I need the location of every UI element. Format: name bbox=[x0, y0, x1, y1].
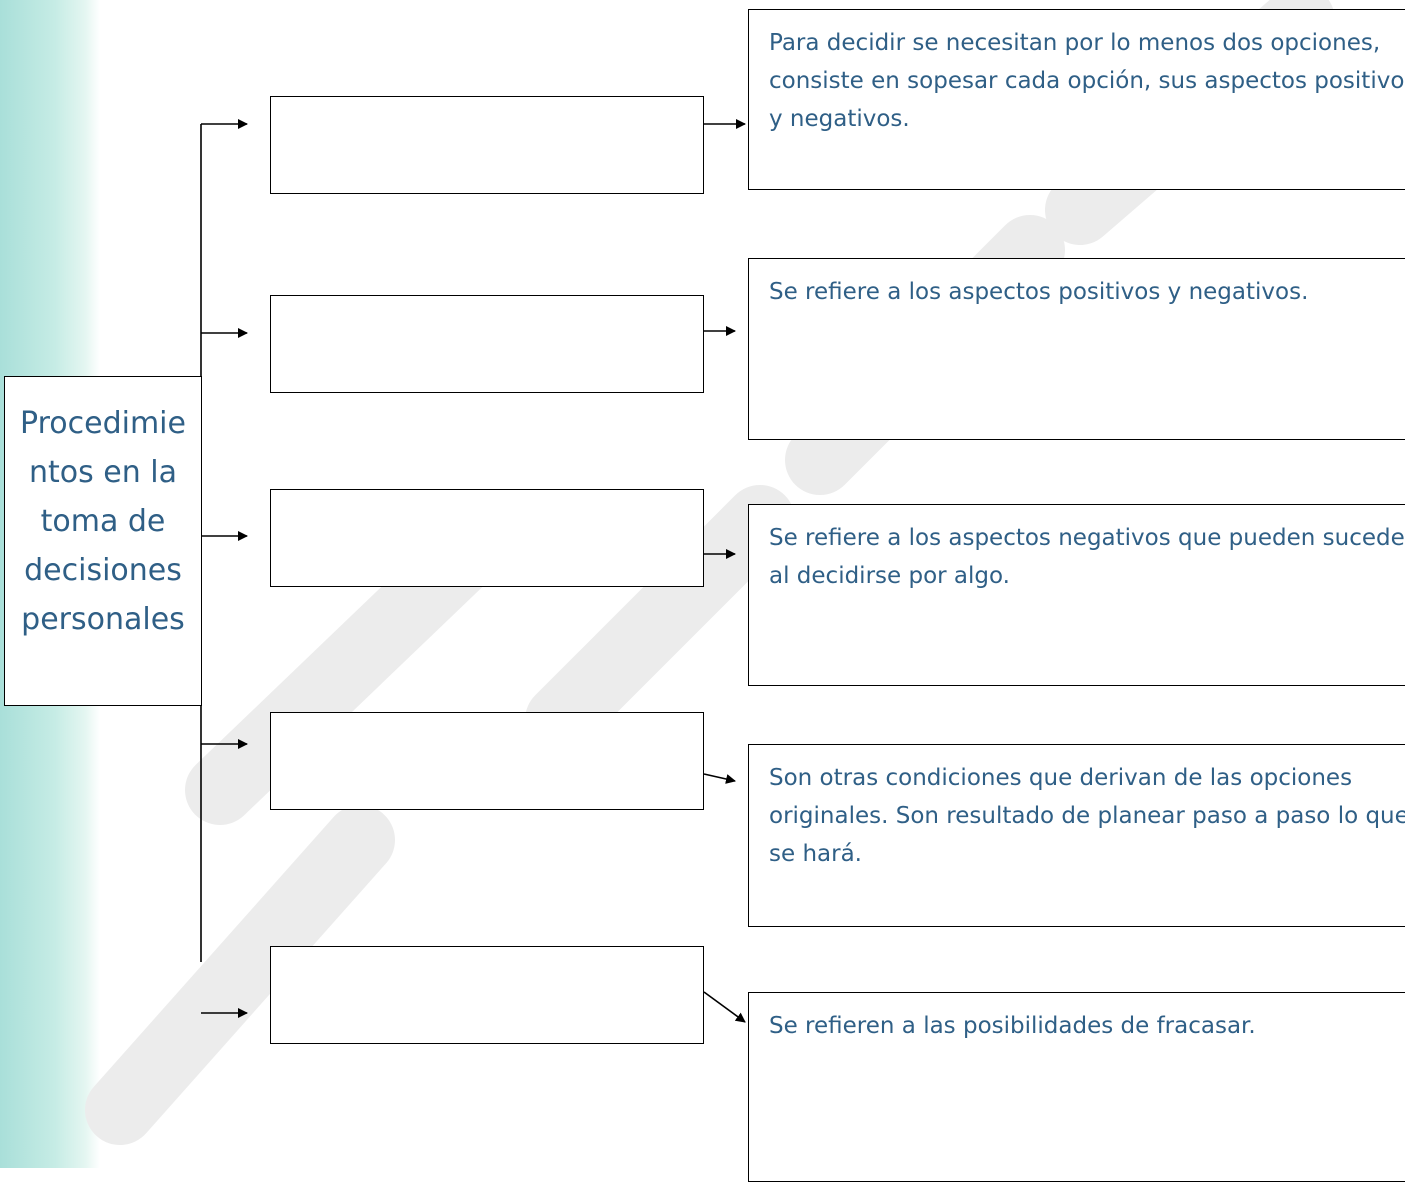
description-box-1: Para decidir se necesitan por lo menos d… bbox=[748, 9, 1405, 190]
blank-answer-box-1[interactable] bbox=[270, 96, 704, 194]
root-concept-box: Procedimie ntos en la toma de decisiones… bbox=[4, 376, 202, 706]
blank-answer-box-4[interactable] bbox=[270, 712, 704, 810]
link-arrow-5 bbox=[703, 991, 746, 1023]
blank-answer-box-5[interactable] bbox=[270, 946, 704, 1044]
link-arrow-4 bbox=[703, 773, 736, 784]
description-box-4: Son otras condiciones que derivan de las… bbox=[748, 744, 1405, 927]
root-concept-line: decisiones bbox=[24, 553, 182, 588]
description-box-3: Se refiere a los aspectos negativos que … bbox=[748, 504, 1405, 686]
blank-answer-box-2[interactable] bbox=[270, 295, 704, 393]
root-concept-line: toma de bbox=[40, 504, 166, 539]
description-box-2: Se refiere a los aspectos positivos y ne… bbox=[748, 258, 1405, 440]
description-box-5: Se refieren a las posibilidades de fraca… bbox=[748, 992, 1405, 1182]
root-concept-line: personales bbox=[21, 602, 185, 637]
blank-answer-box-3[interactable] bbox=[270, 489, 704, 587]
root-concept-line: ntos en la bbox=[28, 455, 178, 490]
root-concept-line: Procedimie bbox=[20, 406, 186, 441]
